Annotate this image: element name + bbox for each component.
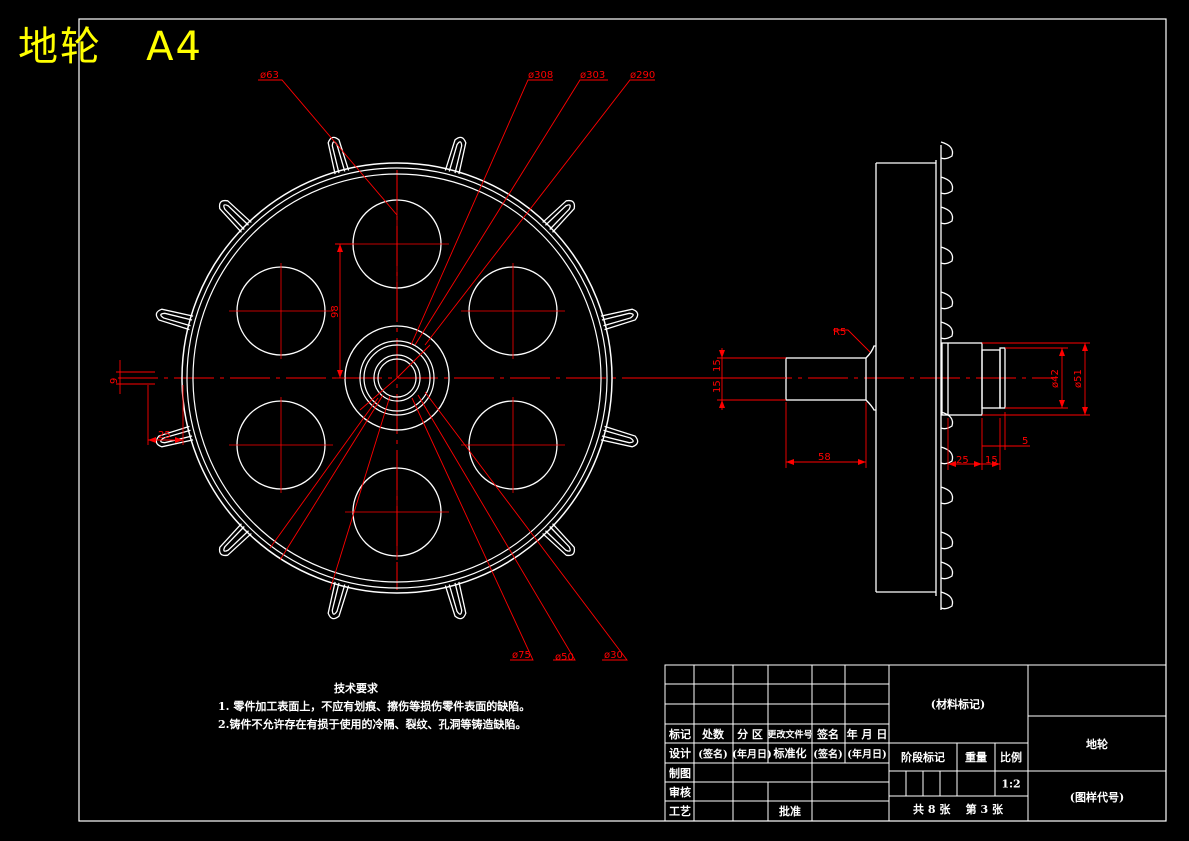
drawing-code: (图样代号) [1069,791,1125,804]
tb-design-date: (年月日) [732,749,772,761]
dim-98: 98 [330,305,341,318]
title-block [664,664,1167,822]
dim-58: 58 [818,452,831,463]
tb-signature: 签名 [817,728,839,741]
side-spike [940,141,954,160]
technical-notes: 技术要求 1. 零件加工表面上，不应有划痕、擦伤等损伤零件表面的缺陷。 2.铸件… [218,680,530,734]
side-spike [940,531,954,550]
spike [155,425,194,448]
tb-check: 审核 [669,786,691,799]
tb-std-date: (年月日) [847,749,887,761]
spikes [155,136,639,620]
spike [444,581,467,620]
dim-25-left: 25 [158,430,171,441]
tb-design-sign: (签名) [698,749,728,761]
note-item-2: 2.铸件不允许存在有损于使用的冷隔、裂纹、孔洞等铸造缺陷。 [218,718,527,731]
tb-zone: 分 区 [737,728,763,741]
side-spike [940,321,954,340]
spike [218,523,252,557]
dim-d303: ø303 [580,70,605,81]
dim-d50: ø50 [555,652,574,663]
part-name: 地轮 [1086,738,1108,751]
tb-count: 处数 [702,728,724,741]
dim-15-right: 15 [985,455,998,466]
dim-d51: ø51 [1073,369,1084,388]
side-spike [940,246,954,265]
tb-stage-mark: 阶段标记 [901,751,945,764]
spike-inner [545,526,571,552]
spike [600,425,639,448]
dim-d308: ø308 [528,70,553,81]
drawing-border [78,18,1167,822]
spike-inner [448,582,463,615]
spike [327,136,350,175]
spike [542,199,576,233]
tb-std-sign: (签名) [813,749,843,761]
dim-15b: 15 [712,380,723,393]
tb-change-doc: 更改文件号 [767,730,813,741]
side-spike [940,411,954,430]
dim-5: 5 [1022,436,1028,447]
front-view [116,79,708,661]
side-spike [940,446,954,465]
part-title: 地轮 [18,24,102,70]
dim-d42: ø42 [1050,369,1061,388]
drawing-title: 地轮 A4 [18,14,203,72]
tb-process: 工艺 [669,805,691,818]
dim-d290: ø290 [630,70,655,81]
tb-standardize: 标准化 [773,747,807,760]
tb-date: 年 月 日 [846,728,888,741]
dim-25-right: 25 [956,455,969,466]
spike [327,581,350,620]
wheel-rim-outer [181,162,613,594]
side-view [640,141,1090,610]
dim-r5: R5 [833,327,846,338]
spike [155,308,194,331]
spike [600,308,639,331]
tb-draw: 制图 [669,767,691,780]
side-spike [940,561,954,580]
spike [218,199,252,233]
dim-d63: ø63 [260,70,279,81]
spike-inner [448,141,463,174]
spike-inner [223,204,249,230]
spike-inner [545,204,571,230]
spike-inner [223,526,249,552]
shaft-left [785,357,867,401]
sheet-size: A4 [146,24,203,70]
spike-inner [160,312,193,327]
tb-design: 设计 [669,747,691,760]
spike-inner [601,312,634,327]
spike-inner [160,429,193,444]
tb-weight: 重量 [965,751,987,764]
tb-ratio-label: 比例 [1000,751,1022,764]
side-spike [940,206,954,225]
side-spike [940,176,954,195]
side-spike [940,291,954,310]
notes-heading: 技术要求 [334,682,378,695]
spike-inner [331,582,346,615]
dim-15a: 15 [712,359,723,372]
material-mark: (材料标记) [930,698,986,711]
dim-9: 9 [109,378,120,384]
side-spike [940,486,954,505]
dim-d30: ø30 [604,650,623,661]
tb-ratio-value: 1:2 [1001,777,1021,791]
spike [444,136,467,175]
tb-approve: 批准 [779,805,801,818]
spike-inner [601,429,634,444]
dim-d75: ø75 [512,650,531,661]
side-spike [940,591,954,610]
tb-sheets: 共 8 张 第 3 张 [913,803,1003,816]
note-item-1: 1. 零件加工表面上，不应有划痕、擦伤等损伤零件表面的缺陷。 [218,700,531,713]
tb-mark: 标记 [669,728,691,741]
spike [542,523,576,557]
